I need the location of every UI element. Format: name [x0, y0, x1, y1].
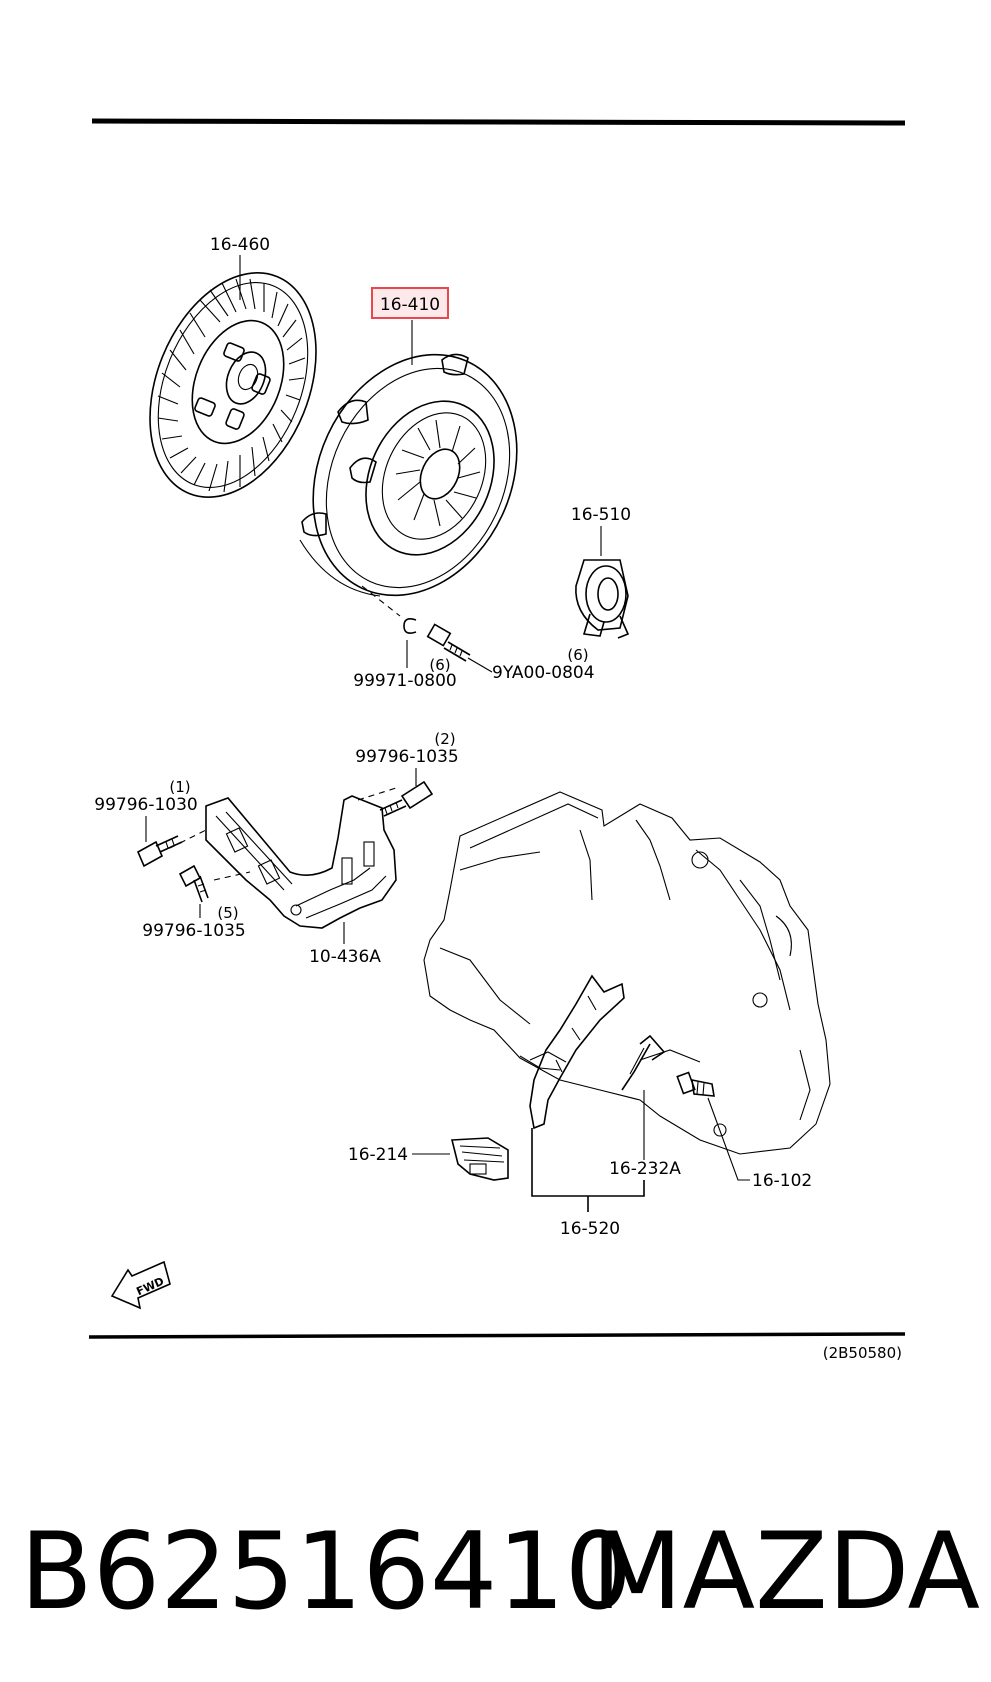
fwd-label: FWD: [134, 1275, 166, 1299]
leader-9YA00-0804: [467, 657, 493, 673]
footer-part-number: B62516410: [20, 1510, 632, 1633]
label-16-510: 16-510: [571, 505, 631, 525]
label-99971-0800: 99971-0800: [353, 671, 456, 691]
bolt-lower-drawing: [178, 864, 209, 903]
release-fork-drawing: [519, 974, 625, 1130]
diagram-code: (2B50580): [823, 1344, 902, 1362]
label-10-436A: 10-436A: [309, 947, 381, 967]
leader-16-102: [707, 1097, 750, 1181]
label-16-460: 16-460: [210, 235, 270, 255]
qty-9YA00-0804: (6): [567, 646, 588, 664]
release-bearing-drawing: [575, 559, 630, 639]
label-bolt-lower: 99796-1035: [142, 921, 245, 941]
bolt-top-drawing: [379, 780, 434, 817]
qty-bolt-left: (1): [169, 778, 190, 796]
label-bolt-top: 99796-1035: [355, 747, 458, 767]
top-rule: [91, 118, 906, 126]
clip-drawing: [403, 618, 417, 634]
label-16-520: 16-520: [560, 1219, 620, 1239]
transaxle-case-drawing: [423, 791, 831, 1155]
qty-bolt-lower: (5): [217, 904, 238, 922]
label-16-232A: 16-232A: [609, 1159, 681, 1179]
fork-boot-drawing: [450, 1137, 509, 1181]
label-16-214: 16-214: [348, 1145, 408, 1165]
label-16-102: 16-102: [752, 1171, 812, 1191]
qty-bolt-top: (2): [434, 730, 455, 748]
label-9YA00-0804: 9YA00-0804: [492, 663, 595, 683]
label-bolt-left: 99796-1030: [94, 795, 197, 815]
clutch-disc-drawing: [149, 272, 317, 498]
pivot-pin-drawing: [676, 1071, 715, 1097]
label-16-410: 16-410: [380, 295, 440, 315]
leader-16-520: [531, 1128, 645, 1212]
spring-clip-drawing: [621, 1034, 666, 1091]
bracket-drawing: [169, 787, 397, 929]
bolt-left-drawing: [136, 835, 183, 868]
clutch-cover-drawing: [299, 353, 518, 617]
bottom-rule: [88, 1332, 906, 1339]
qty-99971-0800: (6): [429, 656, 450, 674]
highlight-box-16-410: [371, 287, 449, 319]
footer-brand: MAZDA: [591, 1510, 980, 1633]
cover-bolt-drawing: [426, 623, 471, 662]
fwd-arrow-icon: FWD: [110, 1260, 171, 1310]
